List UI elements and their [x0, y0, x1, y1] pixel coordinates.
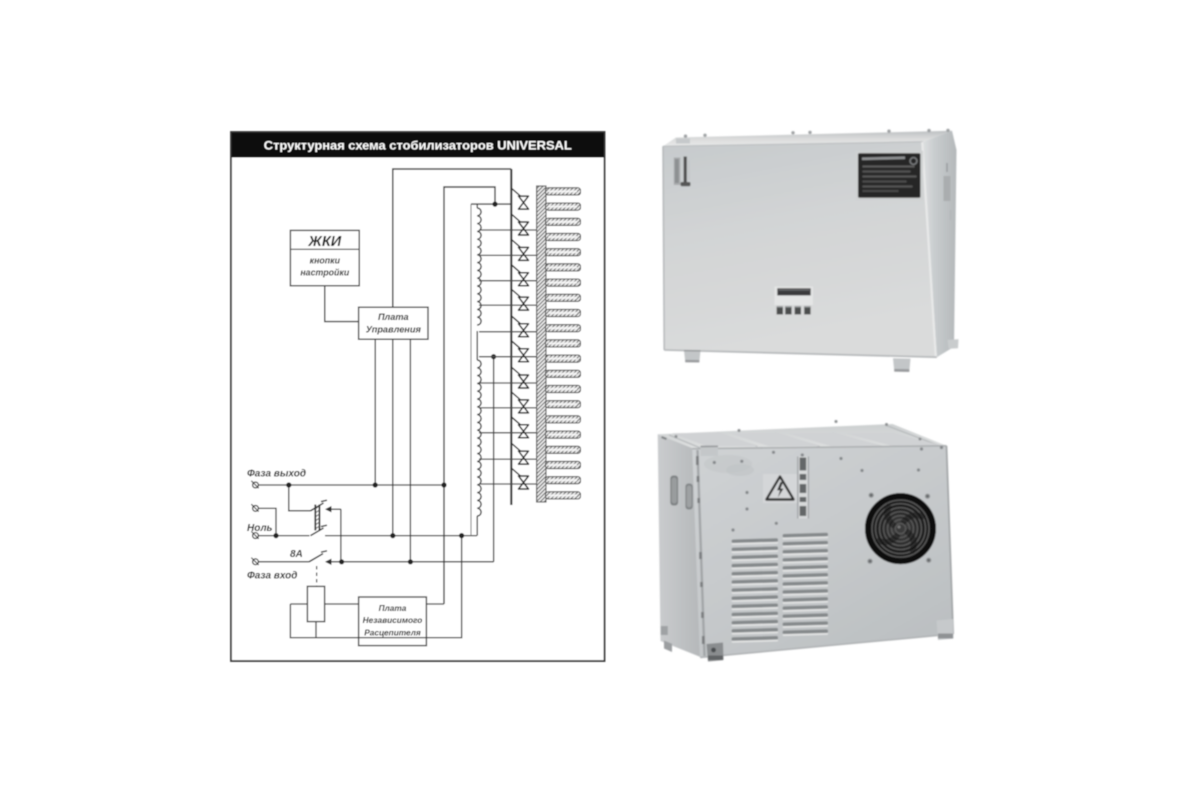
svg-text:кнопки: кнопки — [310, 256, 341, 266]
svg-text:настройки: настройки — [300, 268, 349, 278]
svg-text:Независимого: Независимого — [363, 615, 423, 625]
svg-text:8А: 8А — [290, 549, 303, 560]
svg-text:Фаза вход: Фаза вход — [247, 571, 297, 582]
svg-text:Расцепителя: Расцепителя — [364, 628, 421, 638]
svg-text:Структурная схема стобилизатор: Структурная схема стобилизаторов UNIVERS… — [264, 139, 572, 152]
svg-text:ЖКИ: ЖКИ — [307, 234, 341, 250]
svg-text:Фаза выход: Фаза выход — [247, 469, 306, 480]
svg-text:Плата: Плата — [379, 603, 407, 613]
svg-text:Управления: Управления — [366, 325, 422, 335]
svg-text:Ноль: Ноль — [247, 523, 273, 534]
svg-text:Плата: Плата — [378, 312, 409, 322]
